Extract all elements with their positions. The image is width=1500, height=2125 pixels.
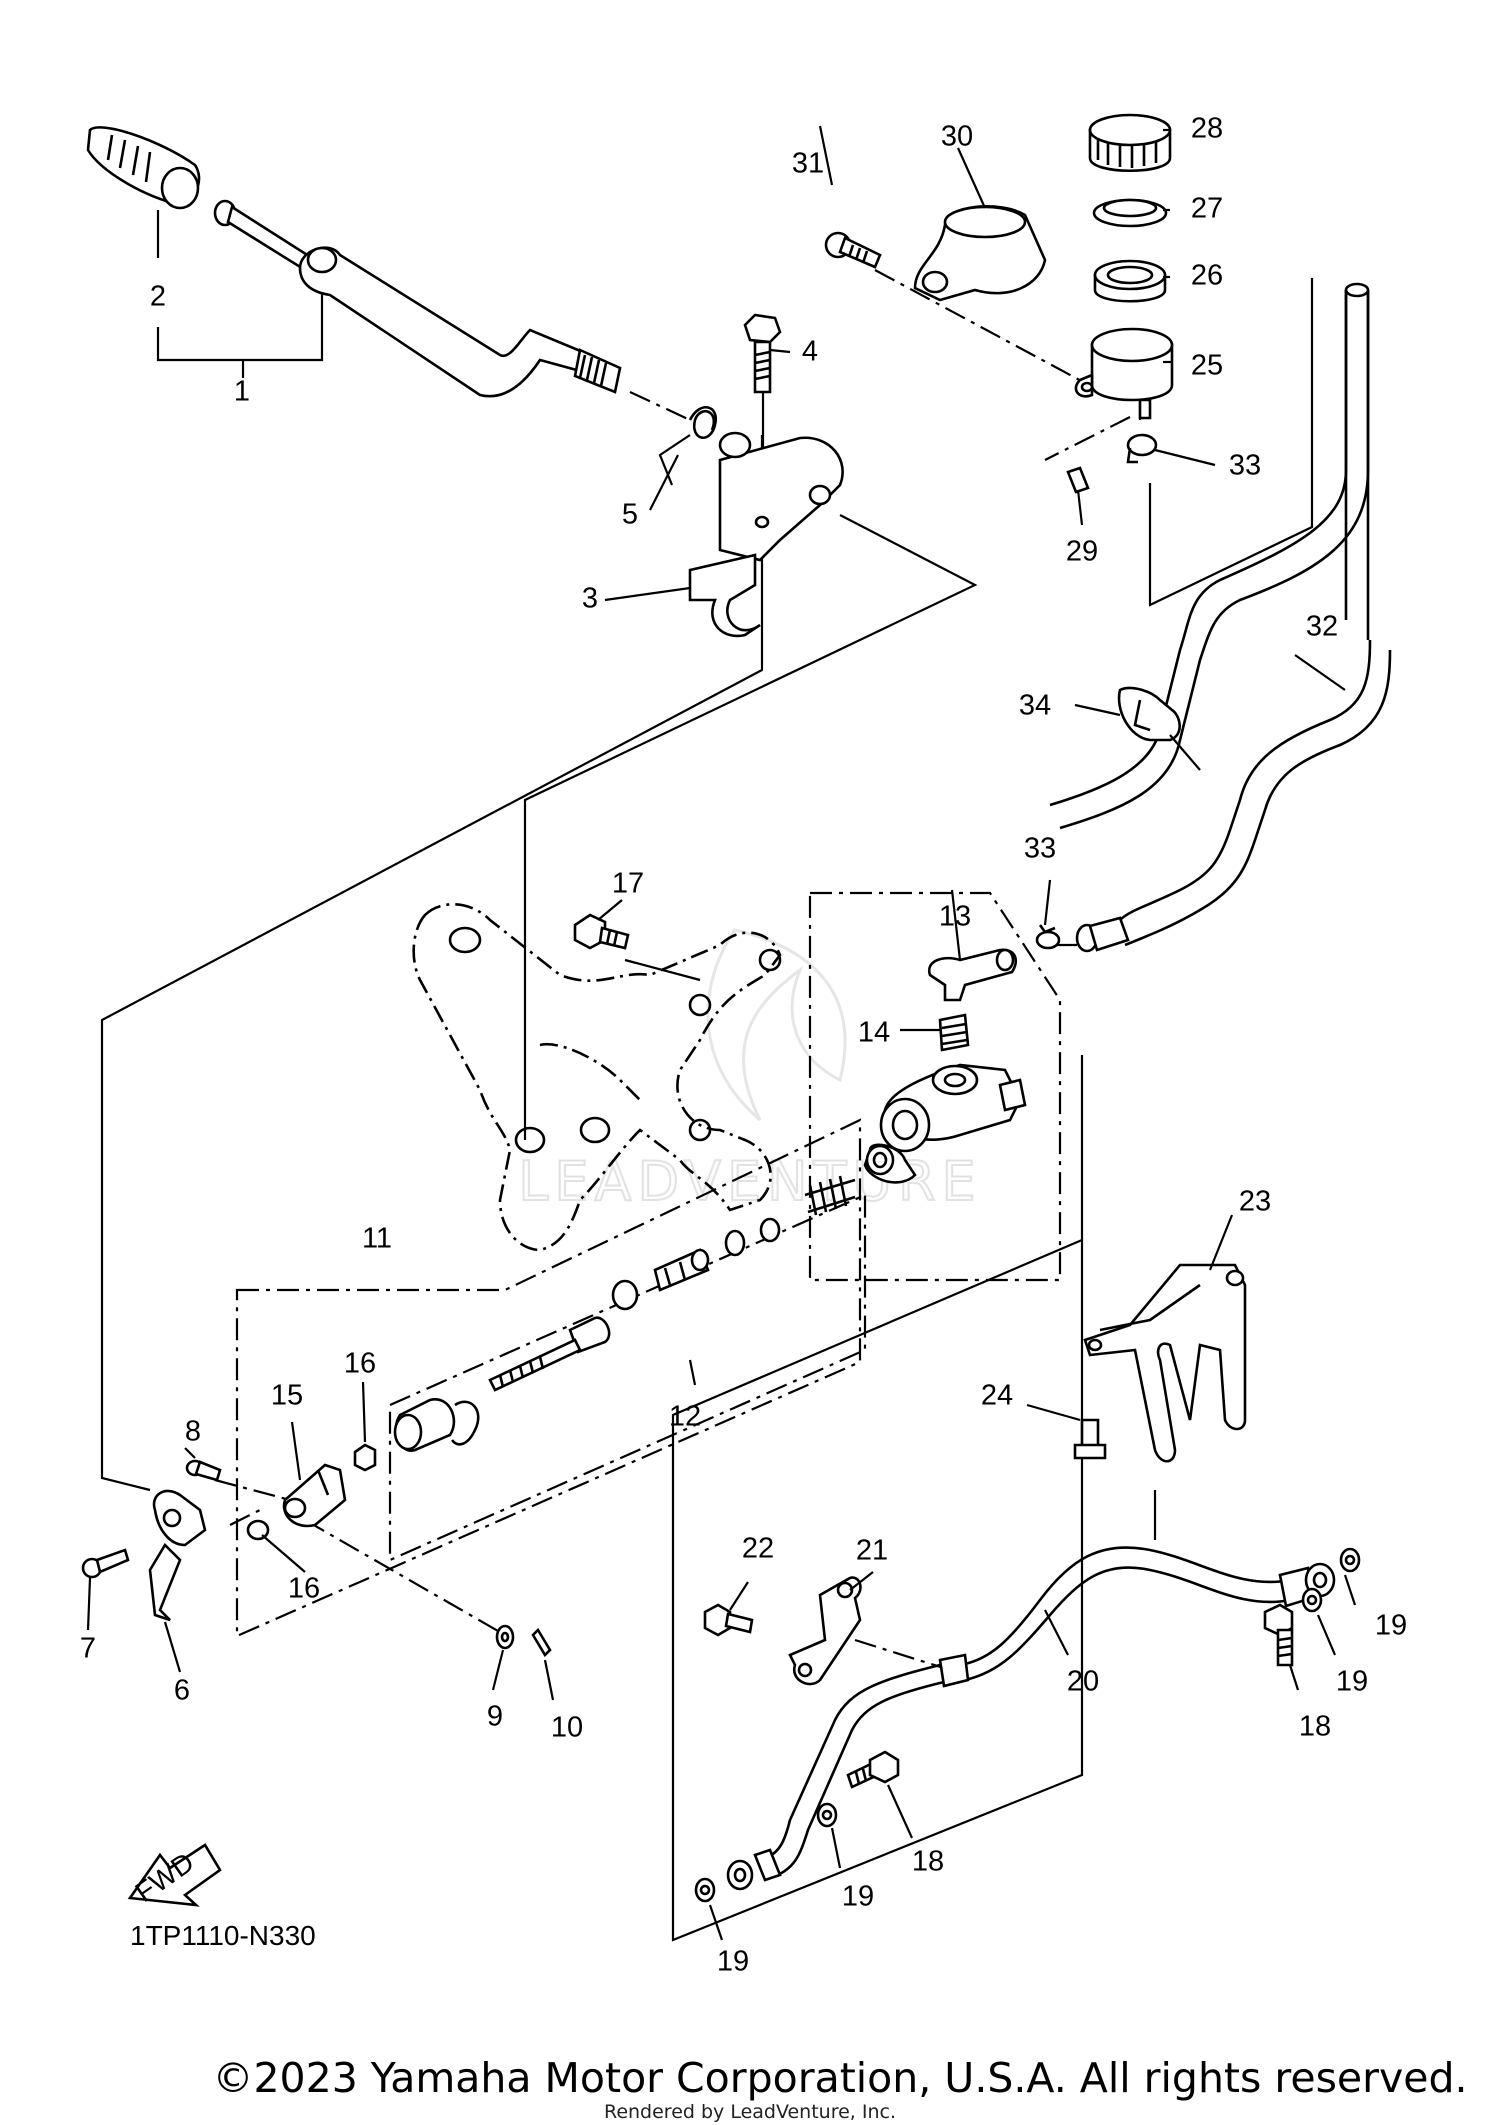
callout-26: 26 [1191,260,1223,292]
frame-phantom [412,903,782,1252]
cover-part-30 [913,205,1047,302]
callout-33-upper: 33 [1229,450,1261,482]
callout-28: 28 [1191,113,1223,145]
callouts: 1 2 3 4 5 6 7 8 9 10 11 12 13 14 15 16 1… [80,113,1407,1978]
callout-9: 9 [487,1701,503,1733]
callout-19-c: 19 [842,1881,874,1913]
leader-lines [100,210,1314,1942]
callout-19-b: 19 [1336,1666,1368,1698]
callout-12: 12 [669,1401,701,1433]
clamp-part-33-lower [1035,924,1061,950]
bolt-part-18-lower [846,1750,900,1789]
hose-part-32 [1049,282,1392,953]
callout-5: 5 [622,499,638,531]
callout-8: 8 [185,1416,201,1448]
callout-7: 7 [80,1633,96,1665]
fwd-arrow-icon: FWD [127,1843,222,1908]
assembly-outlines [235,891,1062,1638]
bolt-part-22 [703,1603,754,1637]
bolt-part-24 [1073,1418,1107,1460]
callout-3: 3 [582,583,598,615]
bracket-part-6 [148,1489,207,1622]
master-cylinder-body [863,1063,1027,1184]
bolt-part-31 [824,231,882,269]
copyright-text: ©2023 Yamaha Motor Corporation, U.S.A. A… [212,2054,1467,2102]
callout-19-d: 19 [717,1946,749,1978]
callout-33-lower: 33 [1024,833,1056,865]
rendered-by-text: Rendered by LeadVenture, Inc. [604,2101,896,2123]
callout-21: 21 [856,1535,888,1567]
washer-part-19-a [1339,1547,1361,1573]
bracket-part-23 [1083,1263,1247,1463]
diaphragm-part-26 [1093,259,1167,303]
callout-25: 25 [1191,350,1223,382]
nut-part-16-upper [353,1443,377,1472]
callout-15: 15 [271,1380,303,1412]
callout-34: 34 [1019,690,1051,722]
callout-16-upper: 16 [344,1348,376,1380]
callout-2: 2 [150,281,166,313]
washer-part-19-b [1301,1587,1323,1613]
callout-31: 31 [792,148,824,180]
plate-part-27 [1092,198,1168,228]
outline-assembly-13 [808,891,1062,1282]
bolt-part-7 [81,1548,130,1579]
callout-18-lower: 18 [912,1846,944,1878]
callout-11: 11 [362,1223,392,1255]
callout-1: 1 [234,376,250,408]
callout-20: 20 [1067,1666,1099,1698]
callout-17: 17 [612,868,644,900]
callout-13: 13 [939,901,971,933]
bolt-part-14 [938,1013,970,1052]
callout-6: 6 [174,1675,190,1707]
callout-4: 4 [802,336,818,368]
clevis-part-15 [282,1463,347,1528]
callout-14: 14 [858,1017,890,1049]
bracket-part-3 [688,431,844,638]
callout-19-a: 19 [1375,1610,1407,1642]
pin-part-8 [185,1459,222,1482]
callout-16-lower: 16 [288,1573,320,1605]
outline-assembly-12 [388,1193,867,1562]
washer-part-19-c [816,1802,838,1828]
clamp-part-33-upper [1126,433,1158,464]
clamp-part-34 [1117,686,1201,771]
holder-part-21 [788,1576,862,1686]
hose-joint-part-13 [927,948,1017,1002]
callout-27: 27 [1191,193,1223,225]
bolt-part-17 [573,913,630,950]
cylinder-kit-part-12 [393,1175,856,1452]
callout-22: 22 [742,1533,774,1565]
brake-hose-part-20 [726,1546,1336,1891]
callout-10: 10 [551,1712,583,1744]
callout-29: 29 [1066,536,1098,568]
cotter-pin-part-10 [531,1627,552,1658]
bolt-part-18-right [1263,1603,1294,1667]
callout-23: 23 [1239,1186,1271,1218]
cap-part-28 [1088,113,1172,172]
washer-part-9 [495,1624,515,1650]
diagram-code: 1TP1110-N330 [130,1920,316,1951]
bolt-part-4 [743,313,782,394]
callout-30: 30 [941,121,973,153]
reservoir-part-25 [1074,327,1174,420]
shift-pedal-part-1 [86,126,622,398]
washer-part-19-d [694,1877,716,1903]
callout-18-right: 18 [1299,1711,1331,1743]
grommet-part-29 [1066,466,1090,494]
outline-assembly-11 [235,1118,862,1638]
callout-32: 32 [1306,611,1338,643]
callout-24: 24 [981,1380,1013,1412]
callout-leaders [86,125,1357,1941]
